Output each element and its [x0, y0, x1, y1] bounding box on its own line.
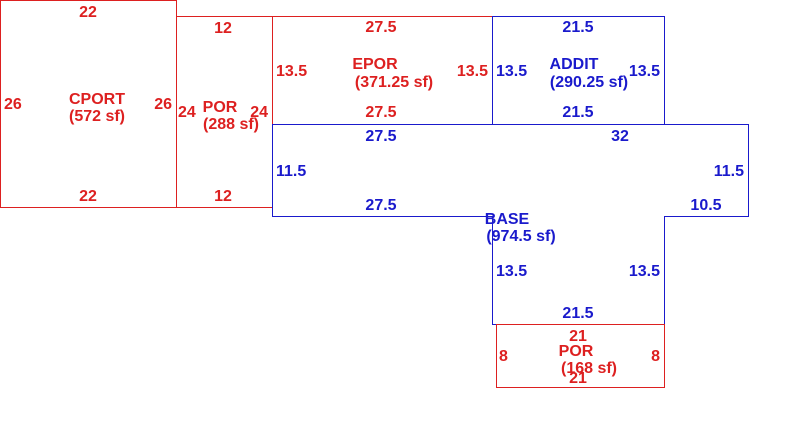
- base-dim-lower-left: 13.5: [496, 263, 527, 280]
- area-cport: 22 22 26 26 CPORT (572 sf): [0, 0, 177, 208]
- epor-dim-left: 13.5: [276, 63, 307, 80]
- por-bottom-dim-left: 8: [499, 348, 508, 365]
- cport-dim-left: 26: [4, 96, 22, 113]
- epor-dim-bottom: 27.5: [365, 104, 396, 121]
- base-dim-notch: 10.5: [690, 197, 721, 214]
- por-bottom-dim-top: 21: [569, 328, 587, 345]
- por-left-dim-left: 24: [178, 104, 196, 121]
- base-dim-left: 11.5: [276, 163, 306, 180]
- addit-name: ADDIT: [550, 56, 599, 73]
- por-bottom-dim-right: 8: [651, 348, 660, 365]
- epor-name: EPOR: [352, 56, 398, 73]
- base-dim-top-right: 32: [611, 128, 629, 145]
- epor-dim-top: 27.5: [365, 19, 396, 36]
- por-bottom-outline: [496, 324, 665, 388]
- por-left-area: (288 sf): [203, 116, 259, 133]
- base-dim-bottom: 21.5: [562, 305, 593, 322]
- addit-dim-top: 21.5: [562, 19, 593, 36]
- area-epor: 27.5 27.5 13.5 13.5 EPOR (371.25 sf): [272, 16, 493, 125]
- base-name: BASE: [485, 211, 530, 228]
- por-left-dim-bottom: 12: [214, 188, 232, 205]
- por-left-name: POR: [203, 99, 238, 116]
- cport-area: (572 sf): [69, 108, 125, 125]
- addit-area: (290.25 sf): [550, 74, 628, 91]
- addit-dim-left: 13.5: [496, 63, 527, 80]
- addit-dim-bottom: 21.5: [562, 104, 593, 121]
- addit-dim-right: 13.5: [629, 63, 660, 80]
- area-addit: 21.5 21.5 13.5 13.5 ADDIT (290.25 sf): [492, 16, 665, 125]
- por-left-dim-top: 12: [214, 20, 232, 37]
- cport-dim-right: 26: [154, 96, 172, 113]
- area-por-left: 12 12 24 24 POR (288 sf): [176, 16, 273, 208]
- por-left-dim-right: 24: [250, 104, 268, 121]
- por-bottom-name: POR: [559, 343, 594, 360]
- area-base: 27.5 32 11.5 11.5 27.5 10.5 13.5 13.5 21…: [272, 124, 749, 325]
- cport-dim-top: 22: [79, 4, 97, 21]
- epor-area: (371.25 sf): [355, 74, 433, 91]
- base-area: (974.5 sf): [486, 228, 555, 245]
- por-bottom-area: (168 sf): [561, 360, 617, 377]
- por-bottom-dim-bottom: 21: [569, 370, 587, 387]
- cport-name: CPORT: [69, 91, 125, 108]
- area-por-bottom: 21 21 8 8 POR (168 sf): [496, 324, 665, 388]
- base-dim-bottom-left: 27.5: [365, 197, 396, 214]
- cport-dim-bottom: 22: [79, 188, 97, 205]
- base-dim-lower-right: 13.5: [629, 263, 660, 280]
- base-dim-top-left: 27.5: [365, 128, 396, 145]
- base-dim-right: 11.5: [714, 163, 744, 180]
- epor-dim-right: 13.5: [457, 63, 488, 80]
